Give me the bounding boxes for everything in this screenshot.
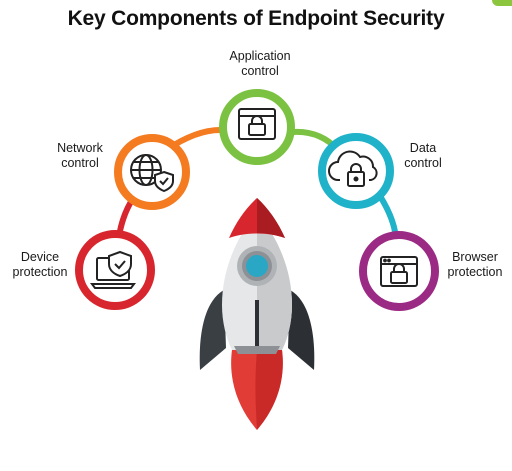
rocket-icon — [199, 198, 315, 430]
node-device-protection — [75, 230, 155, 310]
label-device-protection: Device protection — [12, 250, 68, 279]
label-browser-protection: Browser protection — [447, 250, 503, 279]
browser-lock-icon — [380, 256, 418, 287]
laptop-shield-icon — [90, 250, 136, 289]
node-browser-protection — [359, 231, 439, 311]
brand-corner-accent — [492, 0, 512, 6]
page-title: Key Components of Endpoint Security — [67, 7, 445, 30]
window-lock-icon — [238, 108, 276, 140]
globe-shield-icon — [130, 154, 174, 193]
node-data-control — [318, 133, 394, 209]
node-network-control — [114, 134, 190, 210]
label-application-control: Application control — [229, 49, 291, 78]
label-network-control: Network control — [57, 141, 103, 170]
node-application-control — [219, 89, 295, 165]
label-data-control: Data control — [404, 141, 442, 170]
cloud-lock-icon — [328, 150, 378, 187]
